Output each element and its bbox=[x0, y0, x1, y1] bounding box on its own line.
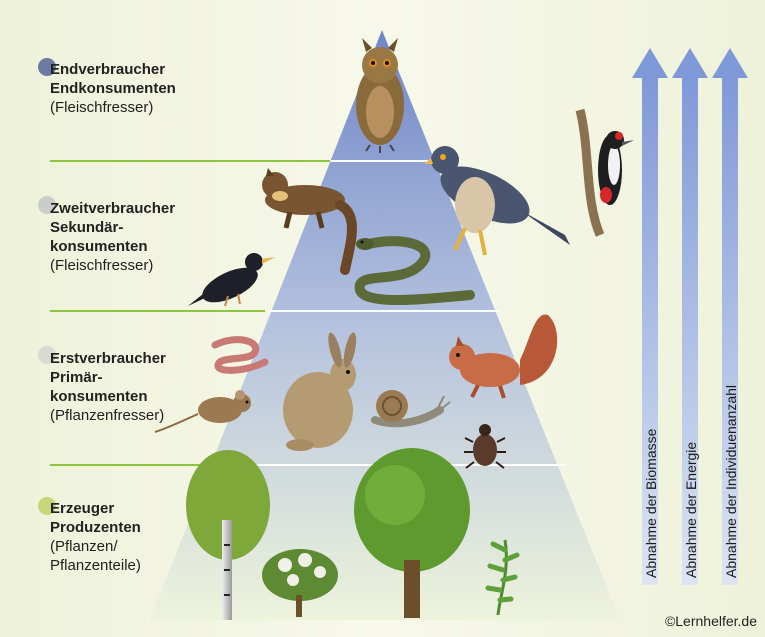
level-label-primary: Erstverbraucher Primär- konsumenten (Pfl… bbox=[50, 349, 166, 425]
level-label-top: Endverbraucher Endkonsumenten (Fleischfr… bbox=[50, 60, 176, 117]
level-primary-subtitle: Primär- bbox=[50, 368, 166, 387]
level-producer-title: Erzeuger bbox=[50, 499, 141, 518]
level-label-producer: Erzeuger Produzenten (Pflanzen/ Pflanzen… bbox=[50, 499, 141, 575]
level-top-type: (Fleischfresser) bbox=[50, 98, 176, 117]
level-primary-title: Erstverbraucher bbox=[50, 349, 166, 368]
level-second-title: Zweitverbraucher bbox=[50, 199, 175, 218]
level-primary-subtitle2: konsumenten bbox=[50, 387, 166, 406]
level-producer-subtitle: Produzenten bbox=[50, 518, 141, 537]
arrow-label-biomasse: Abnahme der Biomasse bbox=[643, 429, 659, 578]
starling-icon bbox=[188, 253, 275, 309]
level-second-subtitle: Sekundär- bbox=[50, 218, 175, 237]
arrow-label-individuen: Abnahme der Individuenanzahl bbox=[723, 385, 739, 578]
level-primary-type: (Pflanzenfresser) bbox=[50, 406, 166, 425]
level-second-type: (Fleischfresser) bbox=[50, 256, 175, 275]
level-label-second: Zweitverbraucher Sekundär- konsumenten (… bbox=[50, 199, 175, 275]
arrow-label-energie: Abnahme der Energie bbox=[683, 442, 699, 578]
level-producer-type2: Pflanzenteile) bbox=[50, 556, 141, 575]
woodpecker-icon bbox=[580, 110, 634, 235]
copyright-text: ©Lernhelfer.de bbox=[665, 613, 757, 629]
level-top-subtitle: Endkonsumenten bbox=[50, 79, 176, 98]
level-producer-type: (Pflanzen/ bbox=[50, 537, 141, 556]
level-second-subtitle2: konsumenten bbox=[50, 237, 175, 256]
level-top-title: Endverbraucher bbox=[50, 60, 176, 79]
